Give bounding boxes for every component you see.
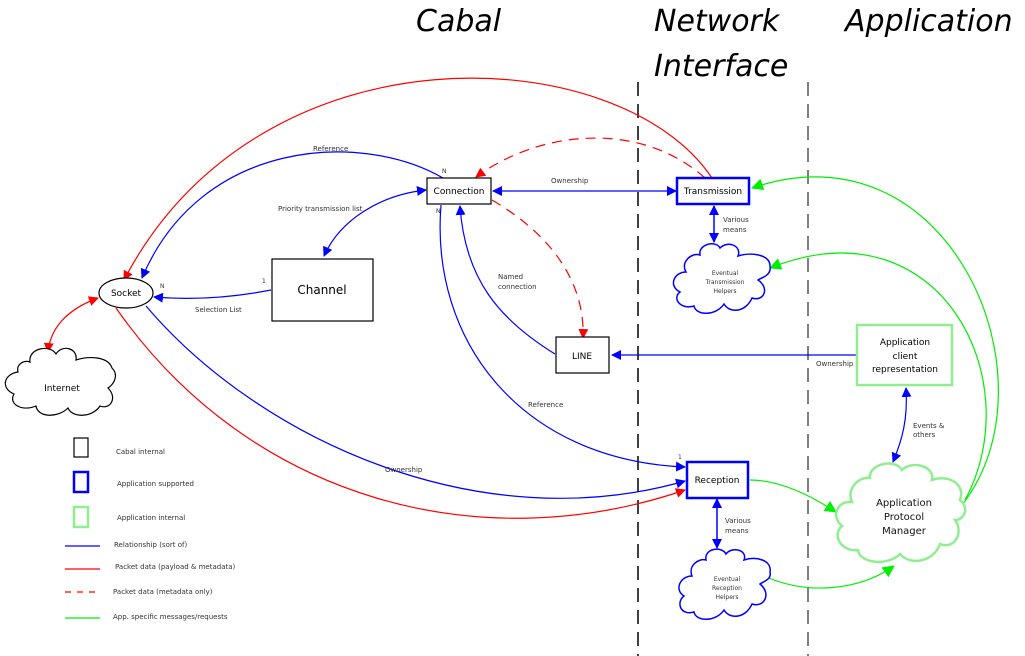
column-heading-cabal: Cabal bbox=[416, 4, 502, 39]
svg-text:Eventual: Eventual bbox=[714, 576, 741, 583]
edge-socket-to-reception-packet bbox=[115, 307, 686, 519]
svg-text:Connection: Connection bbox=[434, 187, 485, 197]
label-various-means-rx-1: Various bbox=[725, 517, 751, 525]
legend-swatch-application-supported bbox=[72, 470, 90, 494]
edge-transmission-to-socket bbox=[123, 77, 713, 281]
svg-text:Channel: Channel bbox=[297, 283, 346, 297]
node-connection[interactable]: Connection bbox=[426, 177, 492, 205]
svg-text:representation: representation bbox=[872, 365, 938, 375]
svg-text:Internet: Internet bbox=[44, 384, 80, 394]
label-ownership-conn-tx: Ownership bbox=[551, 177, 589, 185]
svg-text:LINE: LINE bbox=[572, 352, 592, 362]
legend-label-packet-data: Packet data (payload & metadata) bbox=[115, 563, 236, 571]
multiplicity-socket-1: 1 bbox=[140, 272, 144, 279]
legend-label-app-messages: App. specific messages/requests bbox=[113, 613, 228, 621]
svg-text:client: client bbox=[893, 352, 918, 362]
edge-connection-reception-reference bbox=[439, 204, 686, 472]
edge-connection-to-line-metadata bbox=[491, 199, 589, 339]
label-various-means-tx-1: Various bbox=[723, 216, 749, 224]
edge-socket-internet bbox=[43, 296, 99, 353]
svg-text:Transmission: Transmission bbox=[683, 187, 742, 197]
svg-text:Manager: Manager bbox=[882, 526, 927, 537]
edge-apm-transmission bbox=[751, 176, 999, 506]
svg-text:Application: Application bbox=[880, 338, 930, 348]
svg-text:Helpers: Helpers bbox=[716, 594, 739, 601]
label-events-others-2: others bbox=[913, 431, 936, 439]
multiplicity-socket-n: N bbox=[160, 283, 165, 290]
edge-client-apm-events bbox=[891, 387, 912, 463]
node-app-protocol-manager[interactable]: Application Protocol Manager bbox=[834, 462, 967, 563]
column-heading-network-2: Interface bbox=[654, 49, 788, 84]
node-tx-helpers[interactable]: Eventual Transmission Helpers bbox=[672, 243, 771, 314]
svg-text:Reception: Reception bbox=[712, 585, 742, 592]
multiplicity-channel-1: 1 bbox=[262, 278, 266, 285]
svg-text:Socket: Socket bbox=[111, 289, 142, 299]
column-heading-application: Application bbox=[843, 4, 1013, 39]
edge-rx-helpers-apm bbox=[768, 565, 895, 589]
svg-text:Protocol: Protocol bbox=[884, 512, 924, 523]
legend-label-cabal-internal: Cabal internal bbox=[116, 448, 165, 456]
edge-channel-socket-selection bbox=[153, 289, 272, 303]
label-priority-list: Priority transmission list bbox=[278, 205, 363, 213]
node-app-client[interactable]: Application client representation bbox=[855, 323, 954, 387]
legend-label-application-internal: Application internal bbox=[117, 514, 185, 522]
legend-swatch-application-internal bbox=[72, 505, 90, 529]
edge-apm-tx-helpers bbox=[769, 252, 987, 501]
svg-text:Reception: Reception bbox=[695, 476, 740, 486]
column-heading-network-1: Network bbox=[654, 4, 781, 39]
label-selection-list: Selection List bbox=[195, 306, 242, 314]
edge-channel-connection-priority bbox=[323, 186, 427, 257]
label-named-connection-1: Named bbox=[498, 273, 523, 281]
node-rx-helpers[interactable]: Eventual Reception Helpers bbox=[678, 548, 771, 620]
label-various-means-tx-2: means bbox=[723, 226, 747, 234]
multiplicity-conn-bottom: N bbox=[436, 208, 441, 215]
label-reference-top: Reference bbox=[313, 145, 348, 153]
label-ownership-client-line: Ownership bbox=[816, 360, 854, 368]
label-reference-conn-rx: Reference bbox=[528, 401, 563, 409]
svg-text:Transmission: Transmission bbox=[705, 279, 745, 286]
node-internet[interactable]: Internet bbox=[4, 347, 116, 416]
svg-text:Eventual: Eventual bbox=[712, 270, 739, 277]
legend-label-packet-metadata: Packet data (metadata only) bbox=[113, 588, 213, 596]
legend: Cabal internal Application supported App… bbox=[65, 437, 236, 621]
edge-line-connection-named bbox=[455, 205, 556, 355]
node-line[interactable]: LINE bbox=[555, 336, 610, 374]
legend-label-application-supported: Application supported bbox=[117, 480, 194, 488]
edge-connection-socket-reference bbox=[140, 151, 444, 279]
node-channel[interactable]: Channel bbox=[271, 258, 374, 322]
label-events-others-1: Events & bbox=[913, 422, 945, 430]
edge-reception-apm bbox=[749, 479, 837, 513]
label-various-means-rx-2: means bbox=[725, 527, 749, 535]
legend-swatch-cabal-internal bbox=[73, 437, 89, 458]
node-transmission[interactable]: Transmission bbox=[675, 176, 751, 206]
svg-text:Application: Application bbox=[876, 498, 932, 509]
node-socket[interactable]: Socket bbox=[98, 277, 154, 309]
label-named-connection-2: connection bbox=[498, 283, 537, 291]
label-ownership-socket-rx: Ownership bbox=[385, 466, 423, 474]
multiplicity-reception-1: 1 bbox=[678, 454, 682, 461]
node-reception[interactable]: Reception bbox=[685, 460, 750, 500]
edge-transmission-to-connection-metadata bbox=[475, 137, 706, 179]
legend-label-relationship: Relationship (sort of) bbox=[114, 541, 187, 549]
svg-text:Helpers: Helpers bbox=[714, 288, 737, 295]
multiplicity-conn-top: N bbox=[442, 168, 447, 175]
edge-socket-reception-ownership bbox=[145, 305, 686, 499]
